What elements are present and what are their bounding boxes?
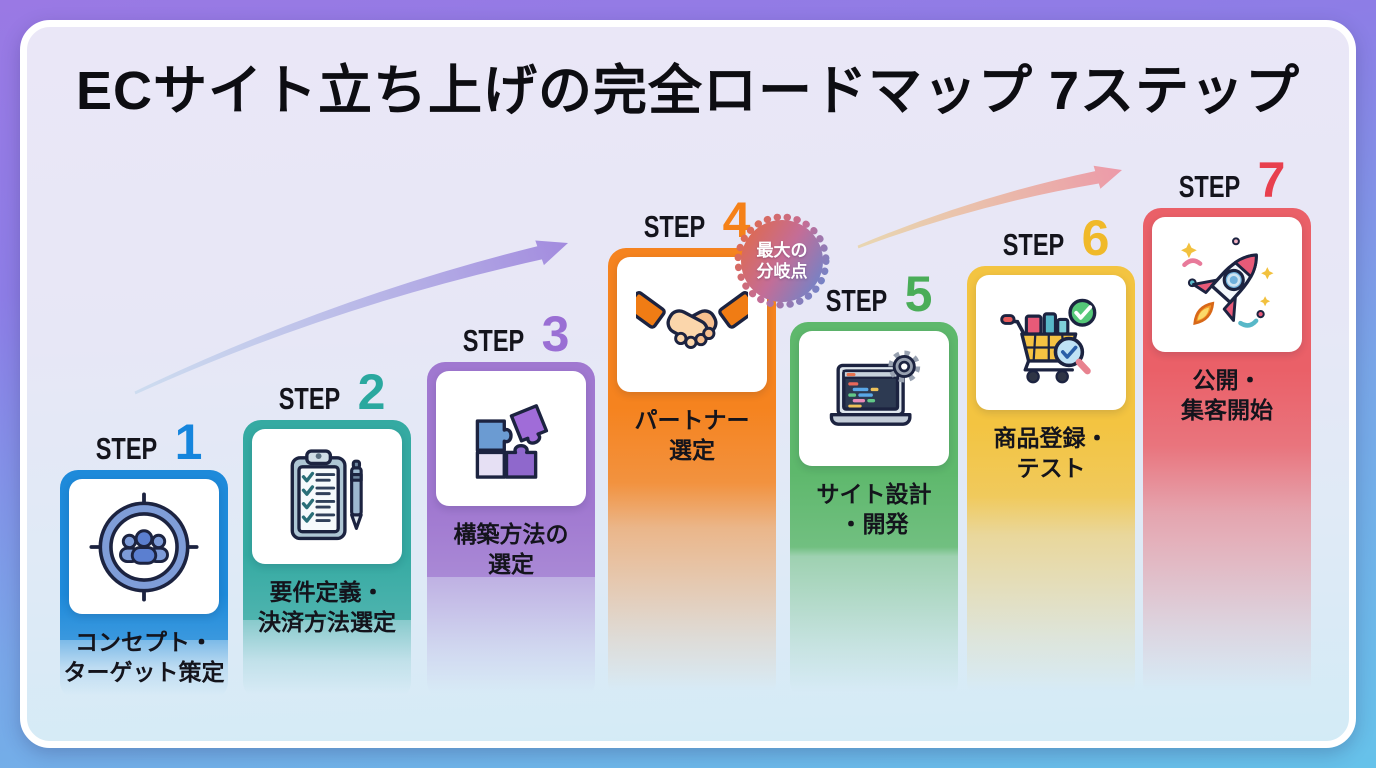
step-word: STEP	[278, 381, 340, 416]
puzzle-pieces-icon	[475, 403, 549, 479]
step-2: STEP 2	[243, 367, 411, 700]
step-3-label: 構築方法の 選定	[453, 521, 569, 578]
step-7-label: 公開・ 集客開始	[1181, 367, 1273, 424]
step-2-label: 要件定義・ 決済方法選定	[258, 579, 396, 636]
step-4-card	[617, 257, 767, 392]
step-7-heading: STEP 7	[1143, 152, 1311, 208]
max-branch-badge: 最大の 分岐点	[733, 212, 831, 310]
step-number: 7	[1257, 152, 1286, 208]
handshake-icon	[636, 290, 748, 349]
step-4-label: パートナー 選定	[634, 407, 750, 464]
step-4: STEP 4 パートナー 選定	[608, 195, 776, 700]
step-1-card	[69, 479, 219, 614]
badge-text: 最大の 分岐点	[733, 212, 831, 310]
step-number: 3	[541, 306, 570, 362]
checklist-clipboard-icon	[290, 448, 363, 540]
step-1-heading: STEP 1	[60, 414, 228, 470]
step-2-card	[252, 429, 402, 564]
step-word: STEP	[1178, 169, 1240, 204]
step-5-card	[799, 331, 949, 466]
step-5-heading: STEP 5	[790, 266, 958, 322]
step-5-label: サイト設計 ・開発	[816, 481, 932, 538]
seal-badge-icon	[734, 213, 830, 309]
step-5: STEP 5 サイト設計 ・開発	[790, 269, 958, 700]
step-7-card	[1152, 217, 1302, 352]
laptop-code-icon	[829, 350, 921, 426]
step-6: STEP 6	[967, 213, 1135, 700]
page-title: ECサイト立ち上げの完全ロードマップ 7ステップ	[75, 61, 1301, 121]
step-word: STEP	[825, 283, 887, 318]
cart-check-icon	[1000, 298, 1097, 383]
step-4-heading: STEP 4	[608, 195, 776, 245]
step-6-card	[976, 275, 1126, 410]
step-word: STEP	[1002, 227, 1064, 262]
step-3-card	[436, 371, 586, 506]
badge-line1: 最大の	[756, 240, 808, 260]
step-1-label: コンセプト・ ターゲット策定	[63, 629, 225, 686]
step-3-heading: STEP 3	[427, 306, 595, 362]
step-number: 6	[1081, 210, 1110, 266]
step-number: 5	[904, 266, 933, 322]
step-1: STEP 1	[60, 417, 228, 700]
step-number: 1	[174, 414, 203, 470]
badge-line2: 分岐点	[756, 262, 808, 281]
rocket-launch-icon	[1181, 236, 1274, 328]
step-number: 2	[357, 364, 386, 420]
step-2-heading: STEP 2	[243, 364, 411, 420]
step-6-label: 商品登録・ テスト	[993, 425, 1109, 482]
step-word: STEP	[95, 431, 157, 466]
step-6-heading: STEP 6	[967, 210, 1135, 266]
step-7: STEP 7	[1143, 155, 1311, 700]
step-3: STEP 3 構築方法の 選定	[427, 309, 595, 700]
target-audience-icon	[89, 491, 199, 602]
step-word: STEP	[643, 209, 705, 244]
step-word: STEP	[462, 323, 524, 358]
